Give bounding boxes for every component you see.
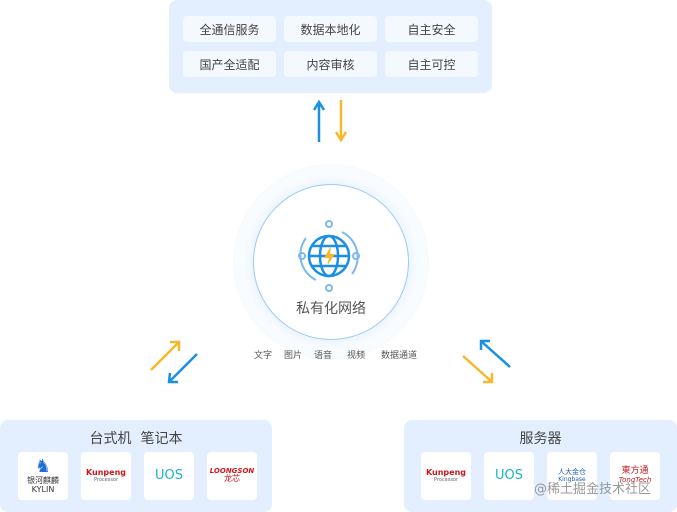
feature-tag: 内容审核 [284, 51, 377, 77]
private-network-node [253, 184, 409, 340]
watermark: @稀土掘金技术社区 [534, 482, 652, 497]
arrow-up-icon [312, 99, 326, 142]
uos-logo: UOS [144, 452, 194, 500]
panel-title: 台式机 笔记本 [89, 431, 183, 447]
feature-tag: 全通信服务 [183, 16, 276, 42]
media-label: 文字 [254, 351, 273, 361]
arrow-icon [479, 339, 511, 368]
arrow-down-icon [334, 100, 348, 143]
arrow-icon [167, 353, 198, 384]
media-label: 视频 [347, 351, 366, 361]
feature-tag: 自主可控 [385, 51, 478, 77]
media-label: 图片 [284, 351, 303, 361]
arrow-icon [150, 340, 181, 371]
center-title: 私有化网络 [296, 301, 366, 317]
feature-tag: 国产全适配 [183, 51, 276, 77]
uos-logo: UOS [484, 452, 534, 500]
feature-tag: 自主安全 [385, 16, 478, 42]
feature-tag: 数据本地化 [284, 16, 377, 42]
media-label: 语音 [314, 351, 333, 361]
panel-title: 服务器 [519, 431, 562, 447]
arrow-icon [462, 355, 494, 384]
media-label: 数据通道 [381, 351, 418, 361]
features-panel: 全通信服务 数据本地化 自主安全 国产全适配 内容审核 自主可控 [169, 0, 492, 93]
globe-lightning-icon [298, 220, 360, 292]
